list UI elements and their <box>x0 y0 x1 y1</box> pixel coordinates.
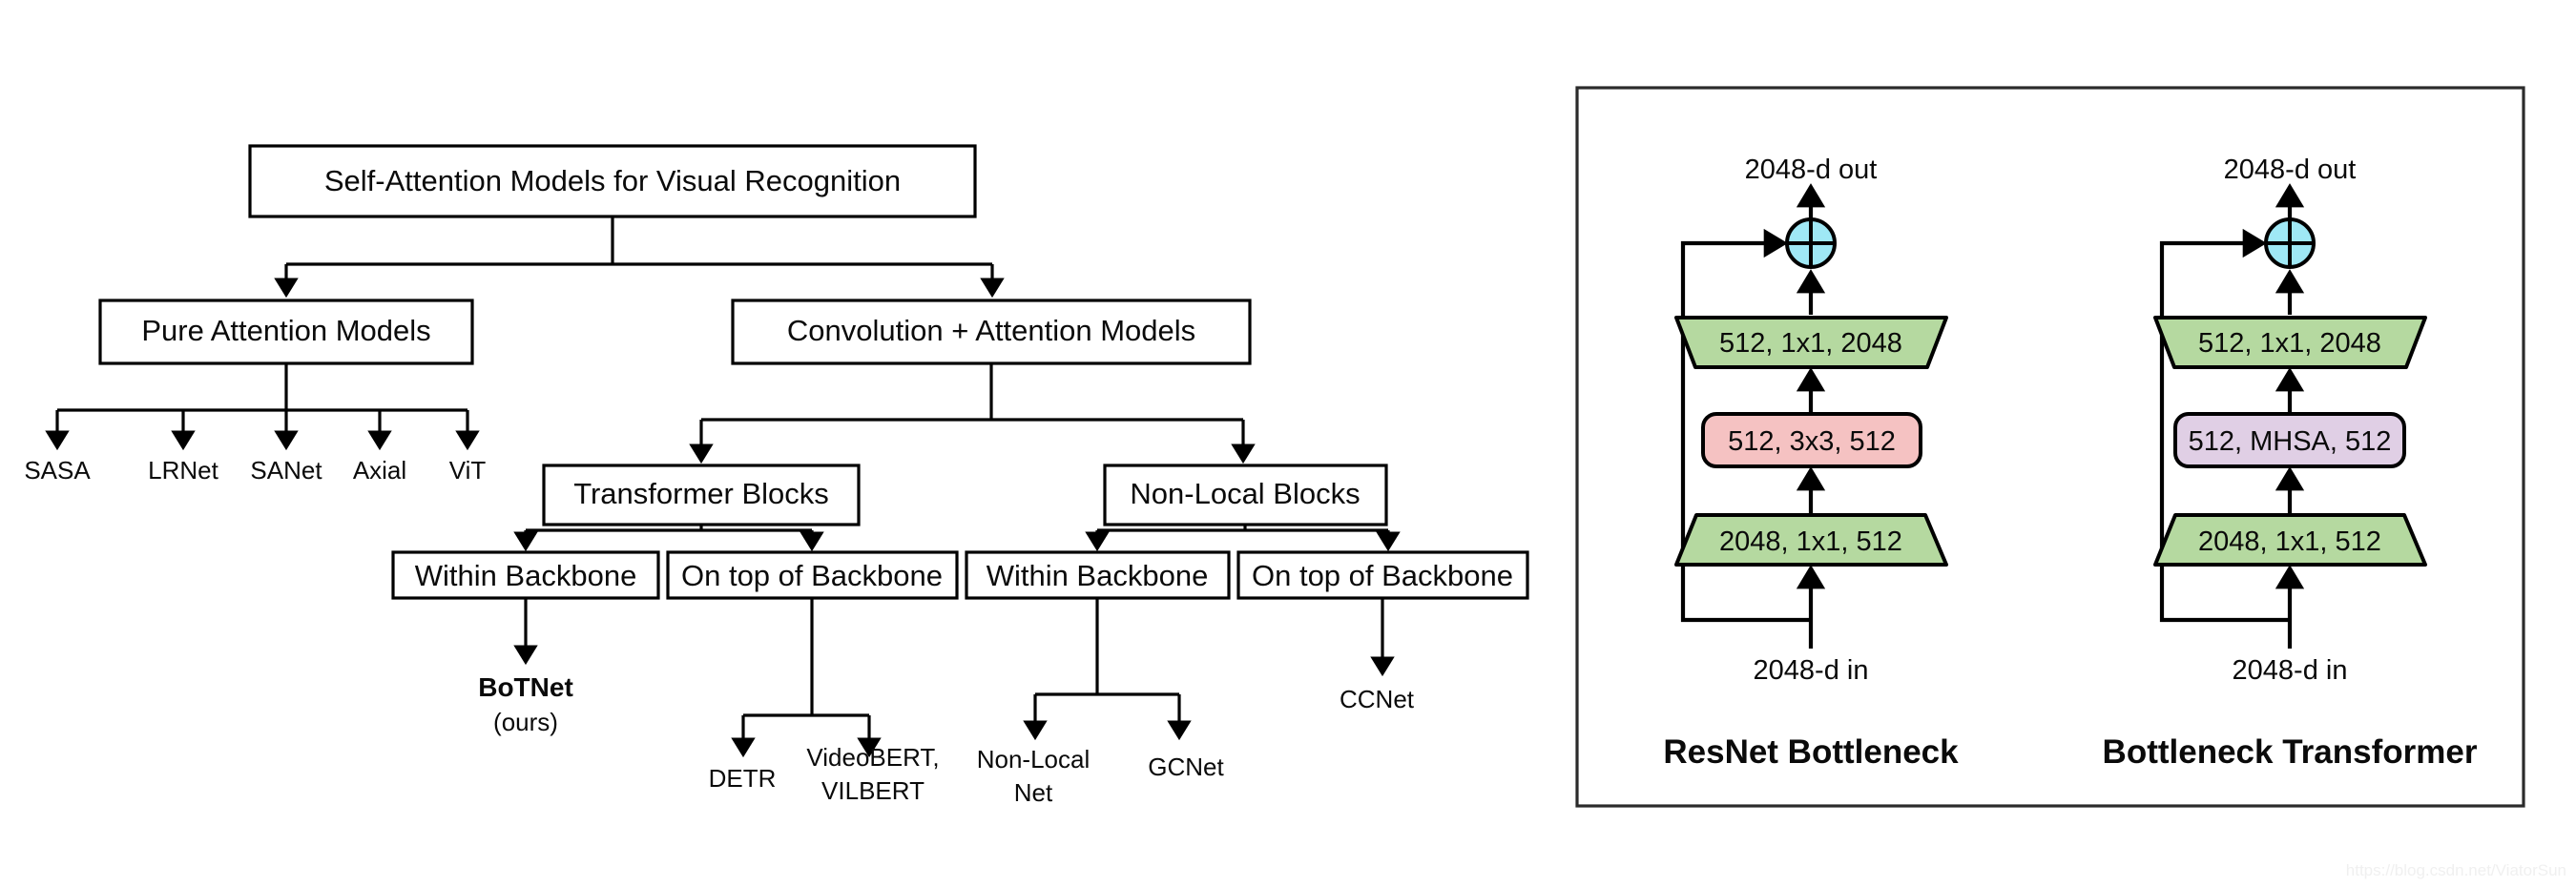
resnet-block-title: ResNet Bottleneck <box>1663 733 1959 771</box>
bot-layer-1: 512, MHSA, 512 <box>2173 412 2406 468</box>
resnet-layer-2-label: 2048, 1x1, 512 <box>1719 526 1902 557</box>
ccnet-label: CCNet <box>1340 685 1415 713</box>
pure-attention-leaves: SASA LRNet SANet Axial ViT <box>24 456 486 485</box>
edge-to-detr-videobert <box>731 598 882 758</box>
nonlocal-net-label2: Net <box>1014 778 1053 807</box>
resnet-out-label: 2048-d out <box>1745 155 1878 185</box>
videobert-label: VideoBERT, <box>806 743 939 772</box>
bot-in-label: 2048-d in <box>2233 655 2348 686</box>
edge-pure-to-leaves <box>45 363 480 451</box>
nonlocal-blocks-label: Non-Local Blocks <box>1130 477 1360 510</box>
tree-diagram: Self-Attention Models for Visual Recogni… <box>24 144 1529 807</box>
bot-layer-2-label: 2048, 1x1, 512 <box>2198 526 2381 557</box>
watermark-text: https://blog.csdn.net/ViatorSun <box>2346 861 2566 879</box>
resnet-sum-circle <box>1785 217 1837 269</box>
resnet-layer-1-label: 512, 3x3, 512 <box>1728 426 1896 457</box>
resnet-layer-2: 2048, 1x1, 512 <box>1674 513 1948 567</box>
botnet-label: BoTNet <box>478 672 573 702</box>
tree-node-within-backbone-2: Within Backbone <box>965 550 1231 600</box>
edge-to-nonlocalnet-gcnet <box>1023 598 1192 741</box>
resnet-layer-0: 512, 1x1, 2048 <box>1674 316 1948 369</box>
edge-transformer-to-level4 <box>513 525 824 552</box>
tree-node-ontop-backbone-2: On top of Backbone <box>1236 550 1529 600</box>
nonlocal-net-label: Non-Local <box>977 745 1091 774</box>
bot-layer-0: 512, 1x1, 2048 <box>2153 316 2427 369</box>
gcnet-label: GCNet <box>1148 753 1224 781</box>
bot-layer-2: 2048, 1x1, 512 <box>2153 513 2427 567</box>
bot-layer-1-label: 512, MHSA, 512 <box>2189 426 2392 457</box>
resnet-in-label: 2048-d in <box>1754 655 1869 686</box>
bot-sum-circle <box>2264 217 2316 269</box>
within-backbone-2-label: Within Backbone <box>987 559 1209 592</box>
detr-label: DETR <box>709 764 777 793</box>
leaf-sasa: SASA <box>24 456 91 485</box>
transformer-blocks-label: Transformer Blocks <box>573 477 829 510</box>
tree-node-conv-attention: Convolution + Attention Models <box>731 299 1252 365</box>
leaf-botnet: BoTNet (ours) <box>478 672 573 736</box>
leaf-videobert-vilbert: VideoBERT, VILBERT <box>806 743 939 805</box>
edge-conv-to-level3 <box>689 363 1256 464</box>
leaf-axial: Axial <box>353 456 406 485</box>
bot-out-label: 2048-d out <box>2224 155 2357 185</box>
leaf-ccnet: CCNet <box>1340 685 1415 713</box>
leaf-sanet: SANet <box>250 456 322 485</box>
tree-node-transformer-blocks: Transformer Blocks <box>542 464 861 526</box>
tree-node-within-backbone-1: Within Backbone <box>391 550 660 600</box>
leaf-lrnet: LRNet <box>148 456 218 485</box>
ontop-backbone-1-label: On top of Backbone <box>681 559 943 592</box>
leaf-detr: DETR <box>709 764 777 793</box>
leaf-gcnet: GCNet <box>1148 753 1224 781</box>
tree-node-ontop-backbone-1: On top of Backbone <box>666 550 959 600</box>
leaf-nonlocal-net: Non-Local Net <box>977 745 1091 807</box>
edge-nonlocal-to-level4 <box>1085 525 1401 552</box>
tree-node-pure-attention: Pure Attention Models <box>98 299 474 365</box>
tree-node-nonlocal-blocks: Non-Local Blocks <box>1103 464 1388 526</box>
resnet-layer-0-label: 512, 1x1, 2048 <box>1719 328 1902 359</box>
bottleneck-transformer-block: 2048-d out 512, 1x1, 2048 512, MHSA, 512… <box>2103 155 2478 771</box>
conv-attention-label: Convolution + Attention Models <box>787 314 1195 347</box>
ontop-backbone-2-label: On top of Backbone <box>1252 559 1513 592</box>
bot-layer-0-label: 512, 1x1, 2048 <box>2198 328 2381 359</box>
botnet-sublabel: (ours) <box>493 708 558 736</box>
edge-root-to-level2 <box>274 217 1005 299</box>
root-label: Self-Attention Models for Visual Recogni… <box>324 164 901 197</box>
vilbert-label: VILBERT <box>821 776 924 805</box>
leaf-vit: ViT <box>449 456 487 485</box>
resnet-layer-1: 512, 3x3, 512 <box>1701 412 1922 468</box>
bot-block-title: Bottleneck Transformer <box>2103 733 2478 771</box>
tree-node-root: Self-Attention Models for Visual Recogni… <box>248 144 977 218</box>
resnet-bottleneck-block: 2048-d out 512, 1x1, 2048 512, 3x3, 512 <box>1663 155 1959 771</box>
within-backbone-1-label: Within Backbone <box>415 559 637 592</box>
pure-attention-label: Pure Attention Models <box>141 314 430 347</box>
